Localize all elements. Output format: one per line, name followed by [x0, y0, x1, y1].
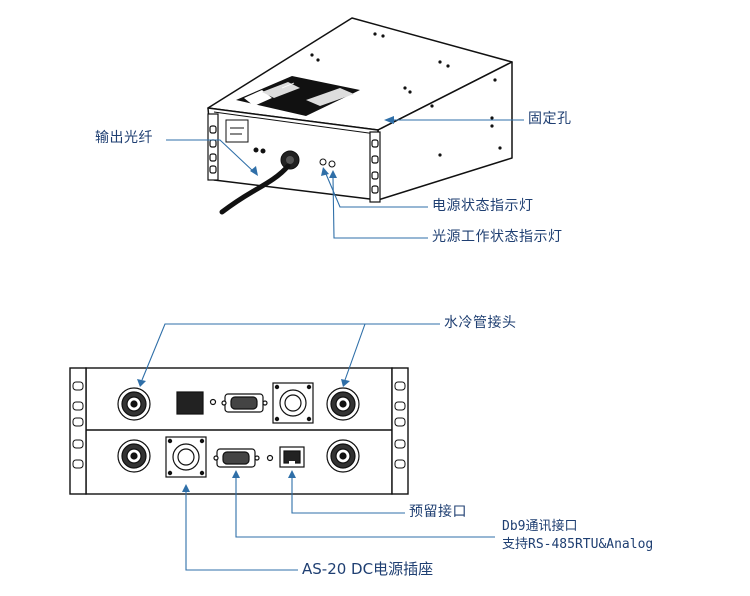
- water-connector-bottom-left: [117, 439, 151, 473]
- top-row-components: [176, 382, 314, 424]
- water-connectors: [117, 387, 360, 473]
- fiber-cable: [219, 163, 291, 215]
- ear-slots: [72, 381, 406, 469]
- label-source-led: 光源工作状态指示灯: [432, 229, 563, 245]
- db9-bottom: [213, 448, 260, 468]
- water-connector-top-left: [117, 387, 151, 421]
- water-connector-top-right: [326, 387, 360, 421]
- label-output-fiber: 输出光纤: [95, 130, 153, 146]
- power-led: [319, 158, 327, 166]
- warning-label: [236, 76, 360, 116]
- as20-socket-bottom: [165, 436, 207, 478]
- label-reserved-port: 预留接口: [409, 504, 467, 520]
- bottom-row-components: [165, 436, 305, 478]
- status-leds: [319, 158, 336, 168]
- rj45-reserved-port: [279, 446, 305, 468]
- top-face-screws: [268, 32, 502, 157]
- label-db9-line2: 支持RS-485RTU&Analog: [502, 537, 654, 552]
- db9-top: [221, 393, 268, 413]
- top-callouts: [166, 116, 524, 239]
- label-water-connector: 水冷管接头: [444, 315, 517, 331]
- label-mount-hole: 固定孔: [528, 111, 572, 127]
- front-panel-details: [225, 119, 266, 154]
- source-led: [328, 160, 336, 168]
- bottom-callouts: [137, 323, 495, 571]
- label-power-socket: AS-20 DC电源插座: [302, 560, 434, 578]
- right-rack-ear: [369, 131, 381, 203]
- front-panel: [69, 367, 409, 495]
- label-db9-line1: Db9通讯接口: [502, 519, 578, 534]
- label-power-led: 电源状态指示灯: [432, 198, 534, 214]
- as20-socket-top: [272, 382, 314, 424]
- fiber-connector: [219, 150, 300, 215]
- panel-body: [85, 367, 393, 495]
- left-rack-ear: [207, 113, 219, 181]
- water-connector-bottom-right: [326, 439, 360, 473]
- display-window: [176, 391, 204, 415]
